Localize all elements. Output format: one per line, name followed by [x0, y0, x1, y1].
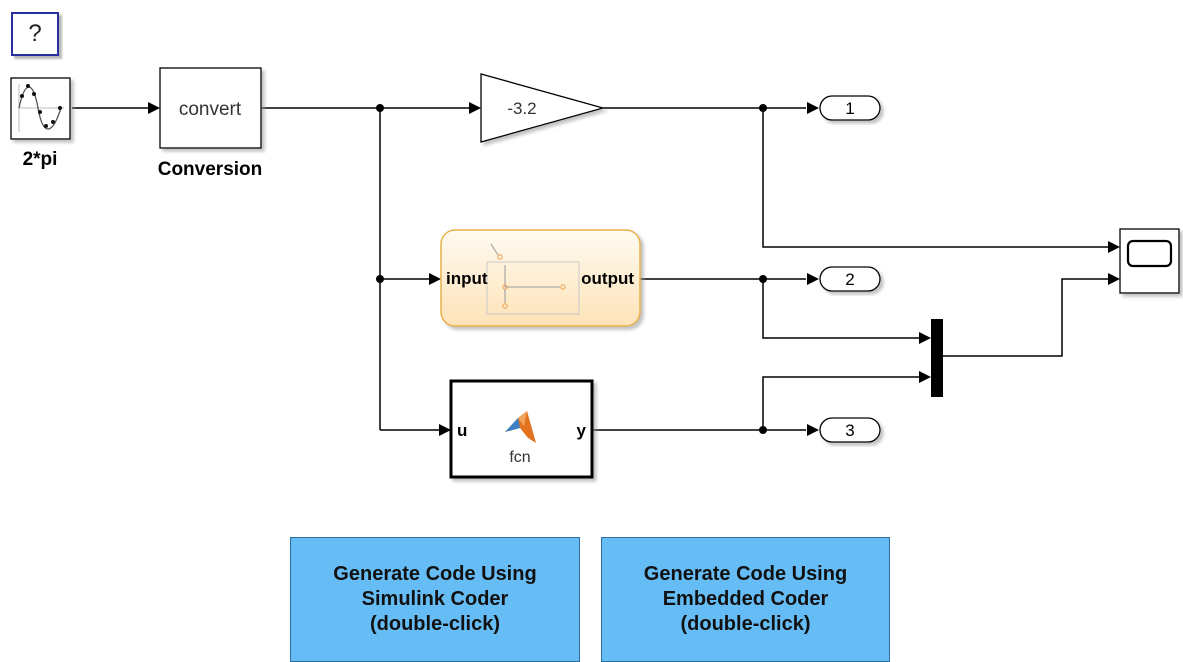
- arrowhead: [807, 273, 819, 285]
- arrowhead: [439, 424, 451, 436]
- gain-value: -3.2: [507, 99, 536, 118]
- outport-3[interactable]: 3: [819, 417, 881, 443]
- button-line: Simulink Coder: [361, 588, 509, 610]
- arrowhead: [919, 332, 931, 344]
- mux-block[interactable]: [931, 319, 943, 397]
- button-line: Generate Code Using: [643, 563, 848, 585]
- chart-input-port-label: input: [446, 269, 488, 288]
- matlab-function-block[interactable]: u y fcn: [449, 379, 594, 479]
- button-line: Generate Code Using: [333, 563, 537, 585]
- outport-2-label: 2: [845, 270, 854, 289]
- fcn-output-port-label: y: [577, 421, 587, 440]
- branch-point: [759, 426, 767, 434]
- sine-wave-icon: [18, 84, 64, 132]
- fcn-input-port-label: u: [457, 421, 467, 440]
- conversion-block-label: convert: [179, 99, 242, 120]
- signal-chart-to-mux: [762, 279, 920, 339]
- sine-wave-caption: 2*pi: [23, 149, 58, 170]
- outport-1-label: 1: [845, 99, 854, 118]
- generate-code-embedded-coder-button[interactable]: Generate Code Using Embedded Coder (doub…: [601, 537, 890, 662]
- signal-fcn-to-mux: [762, 376, 920, 430]
- signal-gain-to-scope: [762, 108, 1108, 248]
- button-line: Embedded Coder: [662, 588, 829, 610]
- branch-point: [759, 275, 767, 283]
- arrowhead: [1108, 241, 1120, 253]
- button-line: (double-click): [369, 613, 500, 635]
- stateflow-chart-block[interactable]: input output: [440, 229, 641, 327]
- chart-output-port-label: output: [581, 269, 634, 288]
- help-block[interactable]: ?: [11, 12, 59, 56]
- fcn-block-label: fcn: [509, 449, 530, 466]
- arrowhead: [429, 273, 441, 285]
- scope-block[interactable]: [1119, 228, 1180, 294]
- gain-block[interactable]: -3.2: [480, 73, 606, 143]
- branch-point: [376, 275, 384, 283]
- signal-lines: [72, 107, 1108, 431]
- arrowhead: [1108, 273, 1120, 285]
- arrowhead: [148, 102, 160, 114]
- outport-1[interactable]: 1: [819, 95, 881, 121]
- outport-3-label: 3: [845, 421, 854, 440]
- help-block-label: ?: [28, 20, 42, 47]
- signal-mux-to-scope: [943, 278, 1108, 357]
- branch-point: [376, 104, 384, 112]
- branch-points: [376, 104, 767, 434]
- arrowhead: [919, 371, 931, 383]
- generate-code-simulink-coder-button[interactable]: Generate Code Using Simulink Coder (doub…: [290, 537, 580, 662]
- arrowhead: [807, 102, 819, 114]
- arrowheads: [148, 102, 1120, 436]
- sine-wave-block[interactable]: 2*pi: [10, 77, 71, 170]
- stateflow-chart-icon: [486, 243, 580, 315]
- matlab-logo-icon: [505, 411, 536, 443]
- branch-point: [759, 104, 767, 112]
- scope-screen-icon: [1126, 239, 1173, 268]
- button-line: (double-click): [680, 613, 811, 635]
- outport-2[interactable]: 2: [819, 266, 881, 292]
- arrowhead: [807, 424, 819, 436]
- arrowhead: [469, 102, 481, 114]
- conversion-block-caption: Conversion: [158, 159, 263, 180]
- conversion-block[interactable]: convert Conversion: [158, 67, 263, 180]
